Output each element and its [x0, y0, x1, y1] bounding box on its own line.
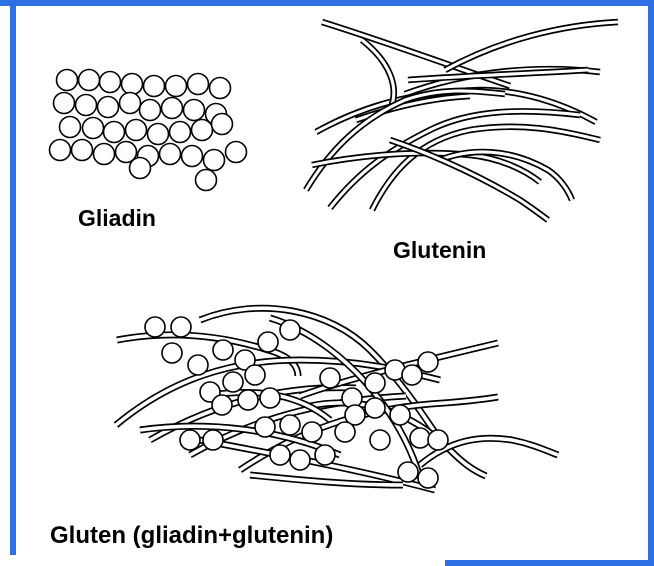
- gliadin-sphere: [162, 98, 183, 119]
- gliadin-sphere: [204, 150, 225, 171]
- gluten-gliadin-sphere: [245, 365, 265, 385]
- gliadin-sphere: [100, 72, 121, 93]
- gliadin-sphere: [184, 100, 205, 121]
- gluten-gliadin-sphere: [428, 430, 448, 450]
- gluten-network: [116, 308, 558, 490]
- gliadin-sphere: [72, 140, 93, 161]
- gluten-gliadin-sphere: [280, 415, 300, 435]
- gluten-gliadin-sphere: [162, 343, 182, 363]
- gliadin-sphere: [226, 142, 247, 163]
- gliadin-sphere: [210, 78, 231, 99]
- gluten-gliadin-sphere: [302, 422, 322, 442]
- gluten-gliadin-sphere: [171, 317, 191, 337]
- gluten-gliadin-sphere: [290, 450, 310, 470]
- gluten-gliadin-sphere: [270, 445, 290, 465]
- gluten-gliadin-sphere: [418, 352, 438, 372]
- gliadin-sphere: [182, 146, 203, 167]
- gliadin-sphere: [140, 100, 161, 121]
- gliadin-sphere: [188, 74, 209, 95]
- gliadin-sphere: [170, 122, 191, 143]
- gluten-gliadin-sphere: [203, 430, 223, 450]
- gliadin-sphere: [94, 144, 115, 165]
- gliadin-sphere: [83, 118, 104, 139]
- gliadin-sphere: [50, 140, 71, 161]
- gliadin-sphere: [79, 70, 100, 91]
- gliadin-sphere: [166, 76, 187, 97]
- gliadin-sphere: [57, 70, 78, 91]
- gliadin-sphere: [76, 95, 97, 116]
- gliadin-label: Gliadin: [78, 205, 156, 232]
- gluten-gliadin-sphere: [398, 462, 418, 482]
- gluten-gliadin-sphere: [188, 355, 208, 375]
- gliadin-sphere: [130, 158, 151, 179]
- gliadin-sphere: [148, 124, 169, 145]
- gliadin-sphere: [160, 144, 181, 165]
- gliadin-sphere: [120, 93, 141, 114]
- gliadin-sphere: [212, 114, 233, 135]
- glutenin-fiber: [445, 22, 618, 70]
- gluten-gliadin-sphere: [223, 372, 243, 392]
- gliadin-sphere: [98, 97, 119, 118]
- gluten-gliadin-sphere: [213, 340, 233, 360]
- gluten-gliadin-sphere: [335, 422, 355, 442]
- gliadin-sphere: [104, 122, 125, 143]
- gliadin-sphere: [54, 93, 75, 114]
- gliadin-sphere: [144, 76, 165, 97]
- gluten-gliadin-sphere: [238, 390, 258, 410]
- gluten-gliadin-sphere: [255, 417, 275, 437]
- gluten-gliadin-sphere: [280, 320, 300, 340]
- gluten-gliadin-sphere: [410, 428, 430, 448]
- gliadin-sphere: [60, 117, 81, 138]
- gliadin-sphere: [192, 120, 213, 141]
- gliadin-sphere: [122, 74, 143, 95]
- gluten-gliadin-sphere: [418, 468, 438, 488]
- gluten-gliadin-sphere: [402, 365, 422, 385]
- gluten-gliadin-sphere: [365, 373, 385, 393]
- gluten-label: Gluten (gliadin+glutenin): [50, 522, 333, 550]
- gliadin-spheres: [50, 70, 247, 191]
- gluten-gliadin-sphere: [315, 445, 335, 465]
- gluten-gliadin-sphere: [365, 398, 385, 418]
- gluten-gliadin-sphere: [180, 430, 200, 450]
- gluten-gliadin-sphere: [258, 332, 278, 352]
- gluten-gliadin-sphere: [370, 430, 390, 450]
- glutenin-label: Glutenin: [393, 237, 486, 264]
- gluten-gliadin-sphere: [320, 368, 340, 388]
- gliadin-sphere: [126, 120, 147, 141]
- gluten-gliadin-sphere: [145, 317, 165, 337]
- gluten-gliadin-sphere: [390, 405, 410, 425]
- gluten-gliadin-sphere: [212, 395, 232, 415]
- gliadin-sphere: [196, 170, 217, 191]
- gluten-gliadin-sphere: [260, 388, 280, 408]
- glutenin-fibers: [306, 22, 618, 220]
